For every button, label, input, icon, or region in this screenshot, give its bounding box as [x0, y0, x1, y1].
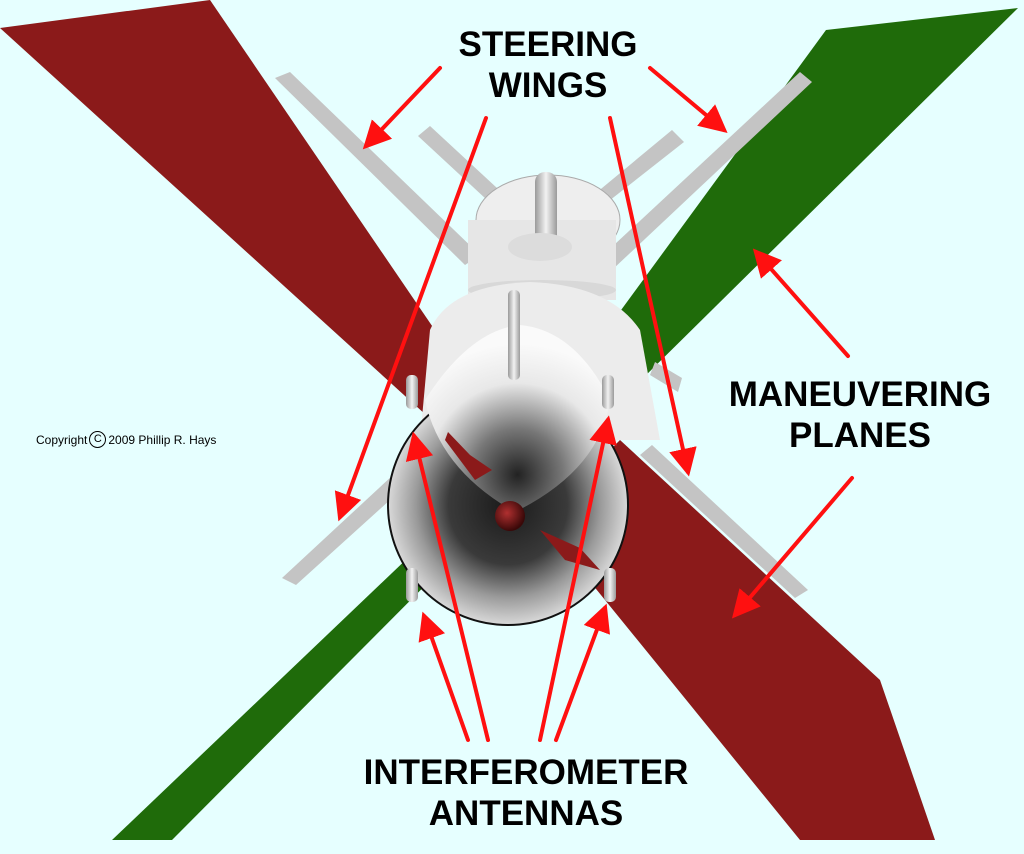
copyright-suffix: 2009 Phillip R. Hays	[108, 432, 217, 447]
arrow-maneuvering-2	[731, 476, 854, 619]
interferometer-antennas-line2: ANTENNAS	[428, 794, 624, 834]
copyright-notice: Copyright C 2009 Phillip R. Hays	[36, 431, 216, 448]
maneuvering-planes-line1: MANEUVERING	[728, 375, 992, 414]
steering-wing-lower-right	[640, 445, 808, 598]
arrow-steering-3	[334, 116, 488, 522]
arrow-steering-1	[362, 66, 442, 150]
interferometer-antennas-line1: INTERFEROMETER	[363, 753, 689, 792]
arrow-maneuvering-1	[752, 248, 850, 358]
steering-wing-upper-left	[275, 72, 480, 265]
red-plane-aft-tip	[540, 530, 600, 570]
top-fin-tube	[535, 172, 557, 252]
steering-wings-label: STEERING WINGS	[430, 24, 666, 107]
arrow-steering-2	[648, 66, 728, 133]
red-plane-upper-left	[0, 0, 520, 455]
antenna-upper-left	[406, 375, 418, 409]
antenna-lower-left	[406, 568, 418, 602]
arrow-antenna-3	[538, 415, 617, 742]
interferometer-antennas-label: INTERFEROMETER ANTENNAS	[334, 752, 718, 835]
nose-tip	[495, 501, 525, 531]
steering-wings-line2: WINGS	[488, 66, 608, 106]
arrows	[334, 66, 854, 742]
maneuvering-planes-label: MANEUVERING PLANES	[706, 374, 1014, 457]
antenna-lower-right	[604, 568, 616, 602]
arrow-steering-4	[608, 116, 697, 477]
rear-wing-upper-left	[418, 126, 510, 212]
steering-wings-line1: STEERING	[458, 25, 638, 64]
antenna-upper-right	[602, 375, 614, 409]
red-plane-lower-right	[540, 440, 935, 840]
red-plane-fore-tip	[445, 432, 492, 480]
arrow-antenna-1	[418, 611, 470, 742]
arrow-antenna-4	[554, 603, 611, 742]
nose-probe	[508, 290, 520, 380]
steering-wing-upper-right	[600, 72, 812, 270]
top-fin-base	[508, 233, 572, 261]
copyright-symbol-icon: C	[89, 431, 107, 448]
rear-wing-upper-right	[590, 130, 684, 208]
arrow-antenna-2	[405, 431, 490, 742]
maneuvering-planes-line2: PLANES	[789, 416, 931, 456]
copyright-prefix: Copyright	[36, 432, 88, 447]
